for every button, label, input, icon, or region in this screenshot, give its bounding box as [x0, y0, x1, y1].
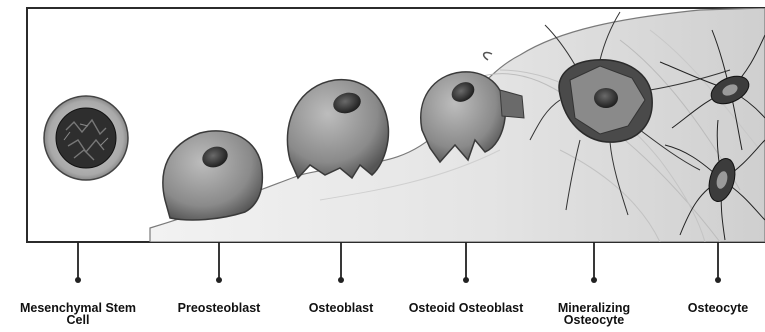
mesenchymal-stem-cell: [44, 96, 128, 180]
label-mesenchymal-stem-cell: Mesenchymal Stem Cell: [6, 302, 150, 326]
label-osteocyte-line1: Osteocyte: [673, 302, 763, 314]
pointer-lines: [78, 242, 718, 278]
label-osteoid-osteoblast-line1: Osteoid Osteoblast: [396, 302, 536, 314]
label-osteoblast-line1: Osteoblast: [291, 302, 391, 314]
label-mineralizing-osteocyte-line2: Osteocyte: [544, 314, 644, 326]
label-osteoid-osteoblast: Osteoid Osteoblast: [396, 302, 536, 314]
label-mesenchymal-stem-cell-line2: Cell: [6, 314, 150, 326]
label-preosteoblast: Preosteoblast: [164, 302, 274, 314]
label-osteoblast: Osteoblast: [291, 302, 391, 314]
label-preosteoblast-line1: Preosteoblast: [164, 302, 274, 314]
label-osteocyte: Osteocyte: [673, 302, 763, 314]
label-mineralizing-osteocyte: Mineralizing Osteocyte: [544, 302, 644, 326]
pointer-dots: [75, 277, 721, 283]
